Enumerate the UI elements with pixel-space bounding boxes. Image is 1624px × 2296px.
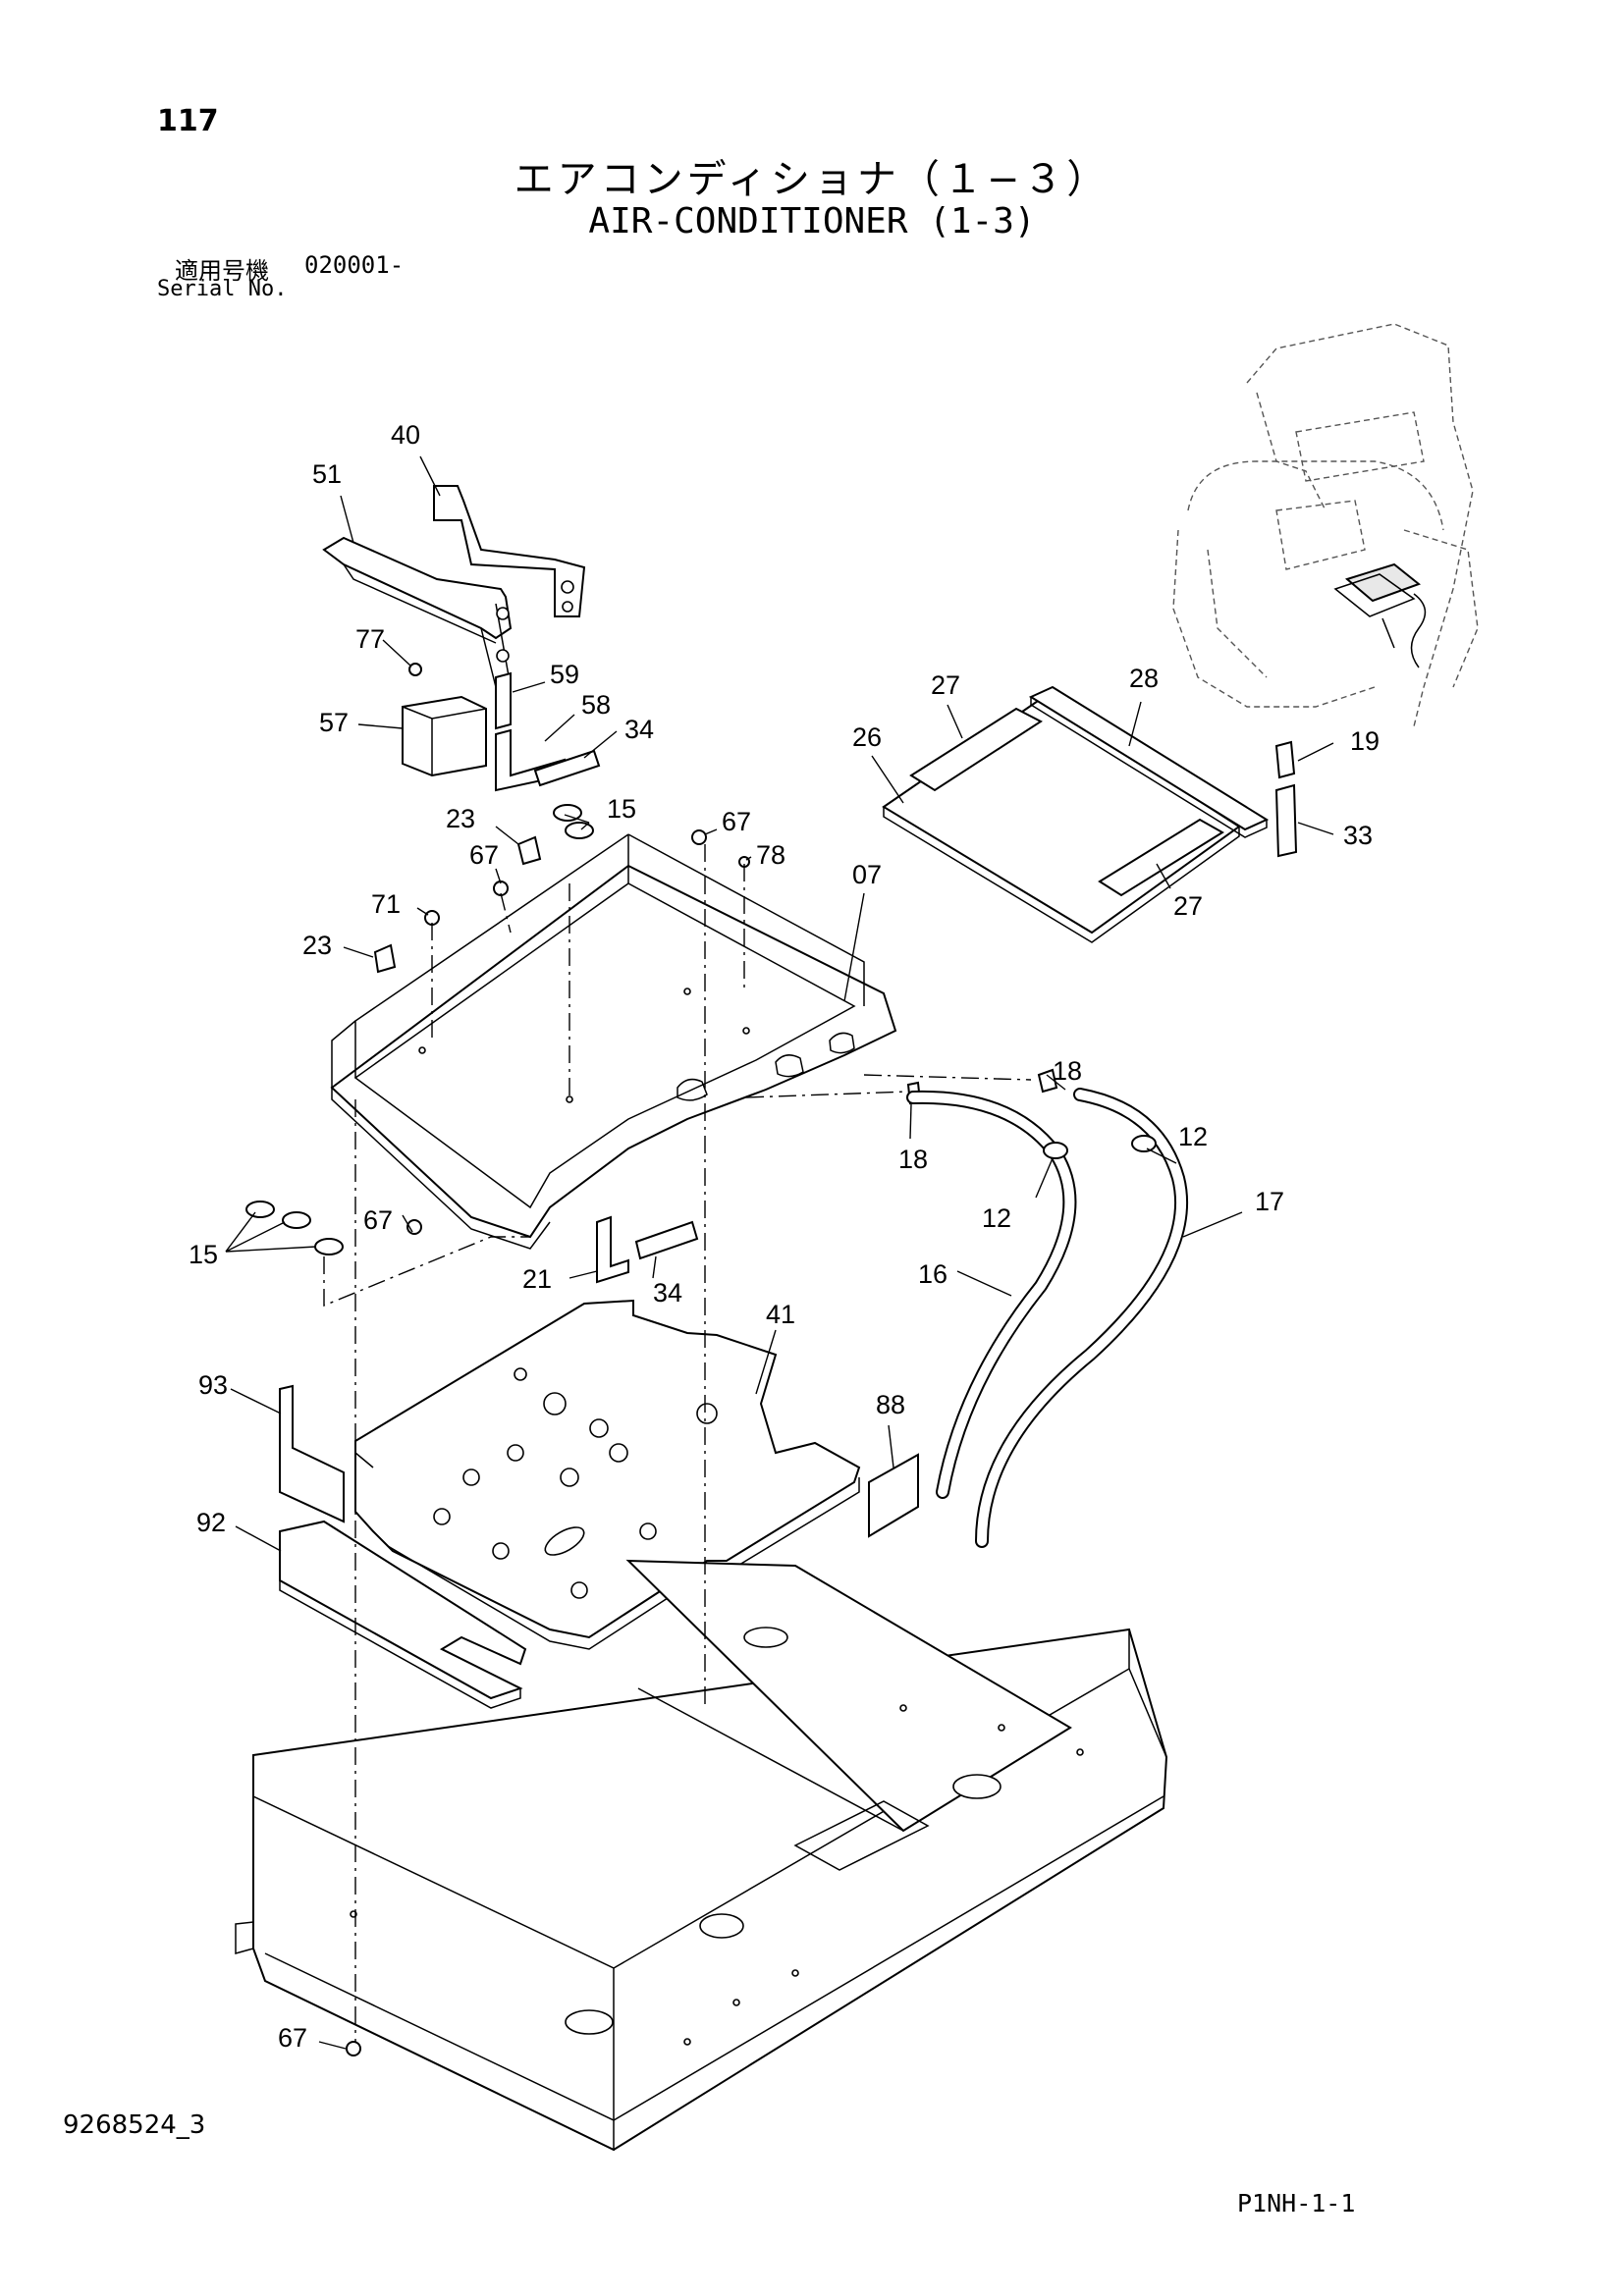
callout-67-d: 67 xyxy=(278,2023,307,2053)
callout-33: 33 xyxy=(1343,821,1373,850)
part-40-bracket xyxy=(433,485,586,617)
callout-51: 51 xyxy=(312,459,342,489)
leader-lines xyxy=(225,455,1334,2050)
part-33-block xyxy=(1274,783,1298,858)
callout-57: 57 xyxy=(319,708,349,737)
base-frame xyxy=(235,1559,1168,2152)
drawing-number: 9268524_3 xyxy=(63,2110,206,2140)
serial-label-japanese: 適用号機 xyxy=(175,257,269,285)
callout-16: 16 xyxy=(918,1259,947,1289)
fasteners-upper xyxy=(346,829,750,2056)
callout-88: 88 xyxy=(876,1390,905,1419)
callout-23-upper: 23 xyxy=(446,804,475,833)
callout-41: 41 xyxy=(766,1300,795,1329)
serial-value: 020001- xyxy=(304,251,405,279)
callout-21: 21 xyxy=(522,1264,552,1294)
part-21-bracket xyxy=(596,1215,629,1284)
callout-19: 19 xyxy=(1350,726,1380,756)
serial-label-english: Serial No. xyxy=(157,277,288,301)
callout-34-lower: 34 xyxy=(653,1278,682,1308)
callout-17: 17 xyxy=(1255,1187,1284,1216)
callout-34-upper: 34 xyxy=(624,715,654,744)
cab-context-sketch xyxy=(1172,323,1479,727)
callout-67-b: 67 xyxy=(469,840,499,870)
part-51-plate xyxy=(322,536,513,688)
callout-40: 40 xyxy=(391,420,420,450)
callout-27-top: 27 xyxy=(931,670,960,700)
part-15-discs-upper xyxy=(553,804,594,839)
page-code: P1NH-1-1 xyxy=(1237,2189,1356,2217)
callout-27-bottom: 27 xyxy=(1173,891,1203,921)
callout-59: 59 xyxy=(550,660,579,689)
callout-77: 77 xyxy=(355,624,385,654)
title-japanese: エアコンディショナ（１−３） xyxy=(514,157,1110,202)
callout-15-lower: 15 xyxy=(189,1240,218,1269)
callout-12-right: 12 xyxy=(1178,1122,1208,1151)
callout-58: 58 xyxy=(581,690,611,720)
part-07-tray xyxy=(330,833,897,1250)
part-15-discs-lower xyxy=(245,1201,344,1255)
part-28-strip xyxy=(1028,685,1270,838)
callout-93: 93 xyxy=(198,1370,228,1400)
callout-labels: 40 51 77 59 57 58 34 15 23 67 67 78 71 0… xyxy=(189,420,1380,2053)
part-41-floor-plate xyxy=(354,1299,861,1650)
part-12-clamps xyxy=(1043,1135,1157,1159)
callout-78: 78 xyxy=(756,840,785,870)
callout-12-left: 12 xyxy=(982,1203,1011,1233)
callout-23-lower: 23 xyxy=(302,931,332,960)
part-93-pad xyxy=(279,1384,345,1523)
part-34-strip-upper xyxy=(533,749,601,787)
callout-26: 26 xyxy=(852,722,882,752)
part-57-box xyxy=(402,695,487,777)
callout-18-right: 18 xyxy=(1053,1056,1082,1086)
callout-28: 28 xyxy=(1129,664,1159,693)
part-19-block xyxy=(1274,740,1296,779)
part-23-pads xyxy=(373,835,542,974)
callout-67-a: 67 xyxy=(722,807,751,836)
callout-07: 07 xyxy=(852,860,882,889)
title-english: AIR-CONDITIONER (1-3) xyxy=(588,201,1036,241)
part-88-pad xyxy=(868,1453,919,1538)
callout-18-left: 18 xyxy=(898,1145,928,1174)
part-17-hose xyxy=(975,1088,1189,1548)
part-92-pad xyxy=(279,1520,527,1709)
callout-67-c: 67 xyxy=(363,1205,393,1235)
part-59-block xyxy=(495,671,512,730)
part-16-hose xyxy=(906,1090,1077,1499)
page-number: 117 xyxy=(157,104,219,138)
part-34-strip-lower xyxy=(634,1220,699,1260)
part-27-pads xyxy=(909,707,1224,897)
callout-71: 71 xyxy=(371,889,401,919)
callout-15-upper: 15 xyxy=(607,794,636,824)
part-77-screw xyxy=(408,663,422,676)
assembly-guide-lines xyxy=(323,844,1032,2042)
callout-92: 92 xyxy=(196,1508,226,1537)
